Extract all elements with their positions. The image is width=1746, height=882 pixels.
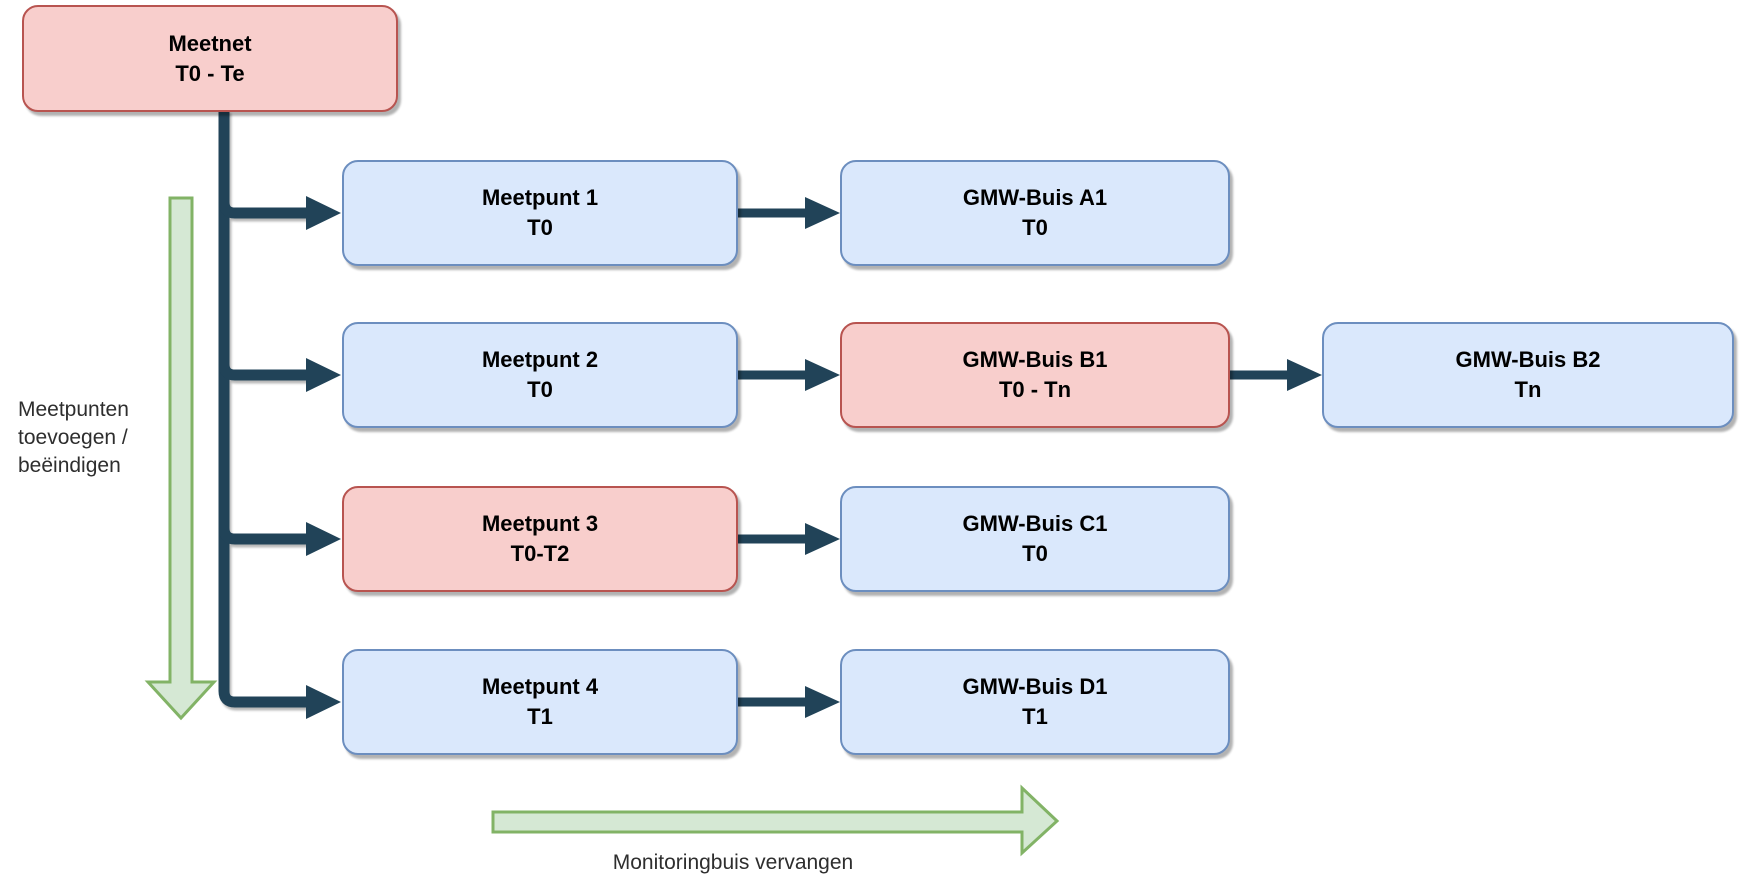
arrowhead-branch-4: [306, 685, 341, 719]
left-arrow-label: Meetpunten toevoegen / beëindigen: [18, 396, 178, 480]
node-sublabel: Tn: [1514, 377, 1542, 402]
node-label: GMW-Buis B1: [962, 347, 1108, 372]
node-sublabel: T0: [527, 377, 553, 402]
arrowhead-branch-3: [306, 522, 341, 556]
arrowhead-gmwa1: [805, 197, 840, 229]
node-label: GMW-Buis D1: [962, 674, 1108, 699]
node-sublabel: T1: [1022, 704, 1048, 729]
node-gmw-buis-c1: GMW-Buis C1 T0: [840, 486, 1230, 592]
connector-branch-3: [218, 496, 306, 545]
node-meetpunt-3: Meetpunt 3 T0-T2: [342, 486, 738, 592]
node-sublabel: T0: [527, 215, 553, 240]
node-sublabel: T0 - Tn: [998, 377, 1072, 402]
node-sublabel: T0: [1022, 541, 1048, 566]
node-label: GMW-Buis C1: [962, 511, 1108, 536]
connector-branch-1: [218, 170, 306, 219]
node-label: Meetnet: [168, 30, 252, 56]
node-meetpunt-1: Meetpunt 1 T0: [342, 160, 738, 266]
node-sublabel: T0: [1022, 215, 1048, 240]
bottom-arrow-label: Monitoringbuis vervangen: [612, 851, 854, 874]
node-label: GMW-Buis B2: [1455, 347, 1601, 372]
node-meetpunt-2: Meetpunt 2 T0: [342, 322, 738, 428]
left-arrow-label-line-1: Meetpunten: [18, 398, 129, 421]
connector-branch-2: [218, 332, 306, 381]
node-label: Meetpunt 4: [481, 674, 599, 699]
node-label: Meetpunt 3: [481, 511, 599, 536]
node-label: GMW-Buis A1: [962, 185, 1108, 210]
node-gmw-buis-b2: GMW-Buis B2 Tn: [1322, 322, 1734, 428]
node-gmw-buis-b1: GMW-Buis B1 T0 - Tn: [840, 322, 1230, 428]
arrowhead-branch-1: [306, 196, 341, 230]
left-arrow-label-line-2: toevoegen /: [18, 426, 128, 449]
meetnet-tree-connectors: [218, 110, 306, 708]
connector-trunk: [218, 110, 306, 708]
left-arrow-label-line-3: beëindigen: [18, 454, 121, 477]
arrowhead-gmwb1: [805, 359, 840, 391]
node-sublabel: T0 - Te: [175, 60, 245, 86]
node-meetnet: Meetnet T0 - Te: [22, 5, 398, 112]
arrowhead-branch-2: [306, 358, 341, 392]
node-gmw-buis-d1: GMW-Buis D1 T1: [840, 649, 1230, 755]
node-meetpunt-4: Meetpunt 4 T1: [342, 649, 738, 755]
arrowhead-gmwb2: [1287, 359, 1322, 391]
meetpunten-flow-arrow: [144, 196, 218, 721]
node-sublabel: T0-T2: [510, 541, 570, 566]
arrowhead-gmwc1: [805, 523, 840, 555]
row-arrowheads: [805, 197, 1322, 718]
node-sublabel: T1: [527, 704, 553, 729]
arrowhead-gmwd1: [805, 686, 840, 718]
node-gmw-buis-a1: GMW-Buis A1 T0: [840, 160, 1230, 266]
node-label: Meetpunt 2: [481, 347, 599, 372]
monitoringbuis-flow-arrow: [491, 784, 1060, 857]
row-connectors: [738, 208, 1289, 707]
node-label: Meetpunt 1: [481, 185, 599, 210]
tree-arrowheads: [306, 196, 341, 719]
